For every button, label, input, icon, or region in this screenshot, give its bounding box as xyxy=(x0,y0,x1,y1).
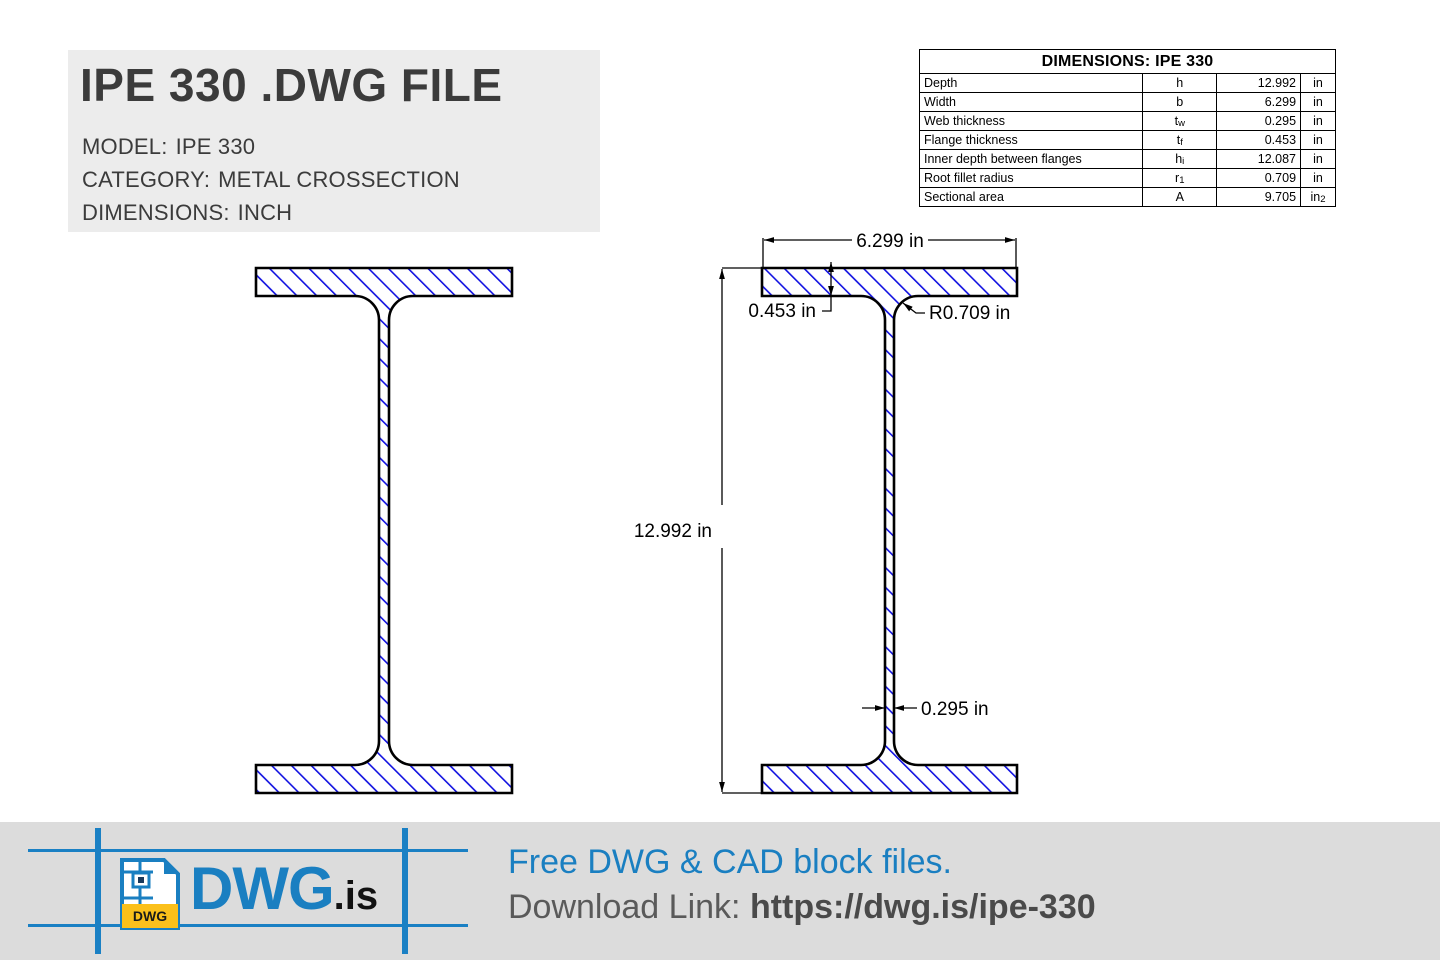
cad-drawing-area: 6.299 in 0.453 in R0.709 in 12.992 in 0.… xyxy=(254,231,1019,795)
metadata-label-model: MODEL: xyxy=(82,134,168,159)
ibeam-profile-left xyxy=(254,266,514,795)
dimension-label-flange-thickness: 0.453 in xyxy=(748,301,816,322)
row-label: Web thickness xyxy=(918,111,1144,131)
row-value: 6.299 xyxy=(1216,92,1302,112)
metadata-value-model: IPE 330 xyxy=(175,134,256,159)
row-value: 12.992 xyxy=(1216,73,1302,93)
footer-download-line: Download Link: https://dwg.is/ipe-330 xyxy=(508,888,1096,927)
dimension-label-root-radius: R0.709 in xyxy=(929,303,1010,324)
row-label: Sectional area xyxy=(918,187,1144,207)
table-row: Depth h 12.992 in xyxy=(918,73,1336,93)
ibeam-cross-section-left xyxy=(254,266,514,795)
page-title: IPE 330 .DWG FILE xyxy=(80,59,503,111)
dwg-badge xyxy=(122,904,178,928)
metadata-label-dimensions: DIMENSIONS: xyxy=(82,200,230,225)
crosshair-horizontal-top xyxy=(28,849,468,852)
metadata-item-category: CATEGORY: METAL CROSSECTION xyxy=(82,163,460,196)
dimension-label-web-thickness: 0.295 in xyxy=(921,699,989,720)
dwg-badge-label: DWG xyxy=(133,908,167,924)
download-link-url[interactable]: https://dwg.is/ipe-330 xyxy=(749,888,1096,926)
metadata-label-category: CATEGORY: xyxy=(82,167,211,192)
table-row: Width b 6.299 in xyxy=(918,92,1336,112)
dimension-label-depth: 12.992 in xyxy=(634,521,712,542)
footer-tagline: Free DWG & CAD block files. xyxy=(508,843,952,881)
metadata-value-dimensions: INCH xyxy=(237,200,293,225)
download-link-label: Download Link: xyxy=(508,888,741,926)
table-row: Web thickness tw 0.295 in xyxy=(918,111,1336,131)
row-symbol: A xyxy=(1142,187,1218,207)
folded-corner xyxy=(164,860,178,874)
center-dot xyxy=(138,877,144,883)
row-unit: in2 xyxy=(1300,187,1336,207)
dimensions-table: DIMENSIONS: IPE 330 Depth h 12.992 in Wi… xyxy=(918,49,1336,207)
dimension-depth: 12.992 in xyxy=(634,267,762,794)
dimension-width: 6.299 in xyxy=(762,231,1017,268)
metadata-item-model: MODEL: IPE 330 xyxy=(82,130,460,163)
logo-word-main: DWG xyxy=(190,855,335,922)
crosshair-vertical-right xyxy=(402,828,408,954)
dimensions-table-body: Depth h 12.992 in Width b 6.299 in Web t… xyxy=(918,73,1336,207)
crosshair-horizontal-bottom xyxy=(28,924,468,927)
row-label: Width xyxy=(918,92,1144,112)
metadata-item-dimensions: DIMENSIONS: INCH xyxy=(82,196,460,229)
row-label: Root fillet radius xyxy=(918,168,1144,188)
header-info-panel xyxy=(68,50,600,232)
dimension-label-width: 6.299 in xyxy=(856,231,924,252)
ibeam-cross-section-right xyxy=(760,266,1019,795)
metadata-list: MODEL: IPE 330 CATEGORY: METAL CROSSECTION… xyxy=(82,130,460,229)
row-value: 0.295 xyxy=(1216,111,1302,131)
row-value: 9.705 xyxy=(1216,187,1302,207)
dimension-flange-thickness: 0.453 in xyxy=(748,262,834,322)
footer-banner xyxy=(0,822,1440,960)
dimension-web-thickness: 0.295 in xyxy=(862,699,989,720)
dimension-root-radius: R0.709 in xyxy=(902,302,1010,324)
ibeam-profile-right xyxy=(760,266,1019,795)
logo-word-tld: .is xyxy=(333,874,379,918)
crosshair-vertical-left xyxy=(95,828,101,954)
dimensions-table-title: DIMENSIONS: IPE 330 xyxy=(919,49,1336,74)
table-title-row: DIMENSIONS: IPE 330 xyxy=(919,49,1336,74)
dwg-file-icon: DWG xyxy=(120,858,180,930)
table-row: Sectional area A 9.705 in2 xyxy=(918,187,1336,207)
table-row: Flange thickness tf 0.453 in xyxy=(918,130,1336,150)
metadata-value-category: METAL CROSSECTION xyxy=(218,167,460,192)
dwg-logo-wordmark[interactable]: DWG.is xyxy=(190,853,378,932)
